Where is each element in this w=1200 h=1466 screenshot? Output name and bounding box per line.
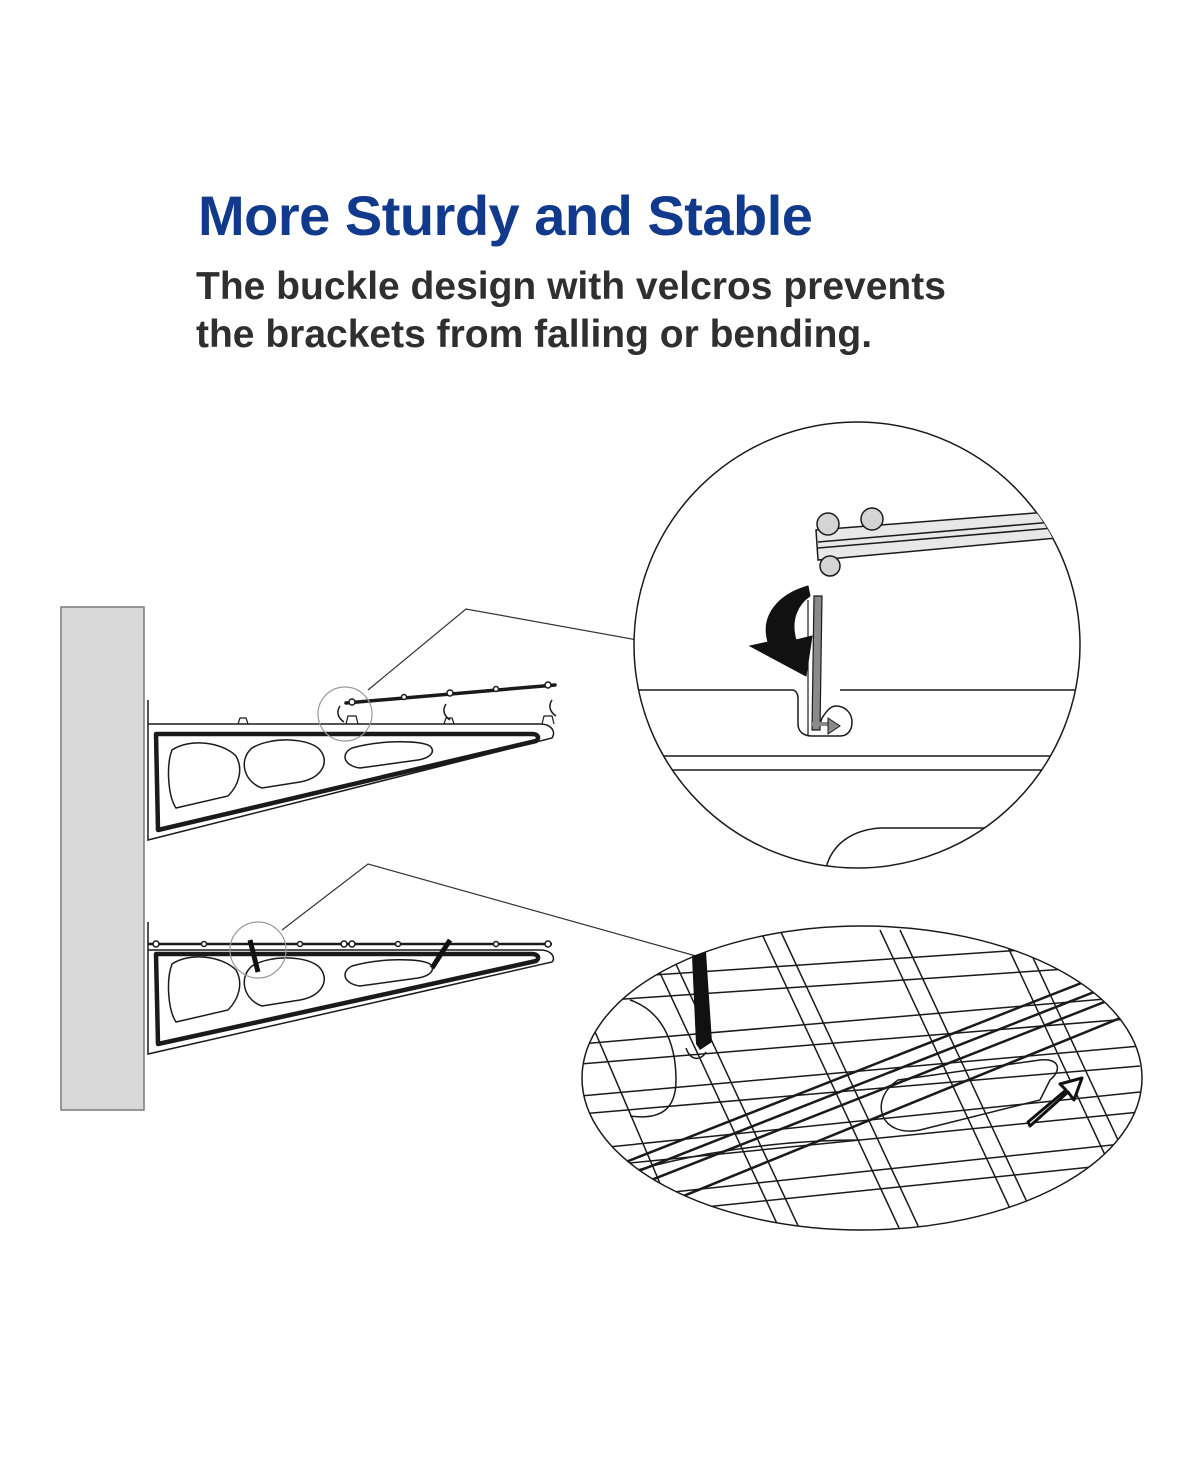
page-title: More Sturdy and Stable bbox=[198, 184, 813, 247]
velcro-detail-view bbox=[581, 925, 1143, 1231]
curved-arrow-icon bbox=[748, 585, 813, 677]
wall-panel bbox=[60, 606, 145, 1111]
buckle-detail-view bbox=[633, 421, 1081, 869]
straight-arrow-icon bbox=[1026, 1076, 1084, 1128]
velcro-strap bbox=[692, 952, 712, 1050]
bottom-bracket bbox=[147, 921, 555, 1055]
description-line: the brackets from falling or bending. bbox=[196, 313, 873, 356]
page-description: The buckle design with velcros prevents … bbox=[196, 263, 1056, 359]
top-bracket bbox=[147, 681, 557, 841]
description-line: The buckle design with velcros prevents bbox=[196, 265, 946, 308]
